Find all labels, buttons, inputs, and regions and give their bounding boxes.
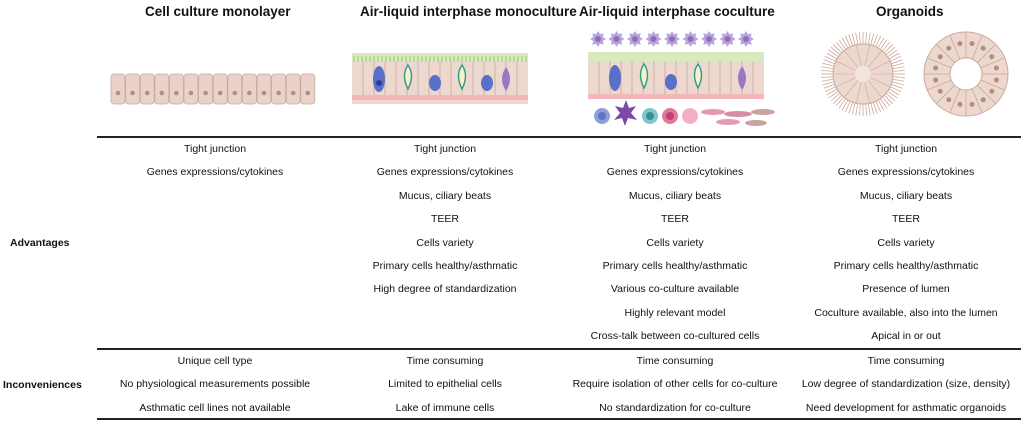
col-title-ali-monoculture: Air-liquid interphase monoculture: [360, 4, 577, 19]
inconvenience-item: Time consuming: [406, 355, 484, 367]
immune-cell: [590, 31, 606, 47]
cilia: [353, 56, 527, 62]
monolayer-cell: [227, 73, 243, 105]
inconvenience-item: Limited to epithelial cells: [388, 378, 502, 391]
advantage-item: Primary cells healthy/asthmatic: [833, 259, 979, 272]
advantage-item: Cells variety: [877, 236, 935, 249]
monolayer-cell: [154, 73, 170, 105]
monolayer-cell: [300, 73, 316, 105]
air-layer: [588, 52, 764, 61]
advantage-item: Cells variety: [416, 236, 474, 249]
section-rule: [97, 348, 1021, 350]
advantage-item: Various co-culture available: [610, 283, 740, 296]
advantage-item: Tight junction: [413, 143, 477, 155]
monolayer-cell: [256, 73, 272, 105]
organoid-apical-in: [923, 31, 1009, 117]
inconvenience-item: Time consuming: [867, 355, 945, 367]
advantage-item: Mucus, ciliary beats: [628, 189, 722, 202]
immune-cell: [701, 31, 717, 47]
inconvenience-item: Unique cell type: [177, 355, 253, 367]
inconveniences-monolayer: Unique cell type No physiological measure…: [112, 350, 318, 420]
immune-cell: [682, 31, 699, 47]
row-label-inconveniences: Inconveniences: [3, 379, 82, 391]
basolateral-immune-cells: [594, 100, 775, 126]
advantage-item: TEER: [891, 213, 920, 226]
immune-cell: [738, 31, 754, 47]
monolayer-cell: [139, 73, 155, 105]
monolayer-cell: [125, 73, 141, 105]
monolayer-cell: [285, 73, 301, 105]
advantage-item: Tight junction: [874, 143, 938, 155]
advantage-item: Genes expressions/cytokines: [146, 166, 284, 179]
inconvenience-item: Require isolation of other cells for co-…: [572, 378, 778, 391]
inconvenience-item: Time consuming: [636, 355, 714, 367]
advantage-item: Tight junction: [183, 143, 247, 155]
col-title-ali-coculture: Air-liquid interphase coculture: [579, 4, 775, 19]
organoids-illustration: [821, 31, 1009, 117]
advantage-item: TEER: [660, 213, 689, 226]
monolayer-illustration: [110, 73, 316, 105]
monolayer-cell: [212, 73, 228, 105]
advantage-item: Genes expressions/cytokines: [837, 166, 975, 179]
advantage-item: Cells variety: [646, 236, 704, 249]
monolayer-cell: [169, 73, 184, 105]
membrane: [352, 100, 528, 104]
advantage-item: Primary cells healthy/asthmatic: [372, 259, 518, 272]
inconvenience-item: Need development for asthmatic organoids: [805, 401, 1007, 414]
monolayer-cells: [110, 73, 316, 105]
apical-immune-cells: [590, 31, 754, 47]
immune-cell: [608, 31, 625, 47]
immune-cell: [627, 31, 643, 47]
organoid-apical-out: [821, 32, 905, 116]
immune-cell: [664, 31, 680, 47]
advantage-item: Cross-talk between co-cultured cells: [590, 330, 760, 343]
header-rule: [97, 136, 1021, 138]
advantage-item: Genes expressions/cytokines: [606, 166, 744, 179]
advantage-item: Mucus, ciliary beats: [398, 189, 492, 202]
inconvenience-item: Asthmatic cell lines not available: [139, 401, 291, 414]
row-label-advantages: Advantages: [10, 237, 70, 249]
advantage-item: TEER: [430, 213, 459, 226]
bottom-rule: [97, 418, 1021, 420]
advantage-item: Apical in or out: [871, 330, 941, 343]
ali-monoculture-illustration: [352, 53, 528, 104]
col-title-monolayer: Cell culture monolayer: [145, 4, 291, 19]
goblet-cells: [609, 62, 746, 91]
monolayer-cell: [241, 73, 257, 105]
goblet-cells: [373, 63, 510, 92]
inconvenience-item: Low degree of standardization (size, den…: [801, 378, 1011, 391]
monolayer-cell: [110, 73, 126, 105]
air-layer: [352, 53, 528, 62]
advantage-item: Coculture available, also into the lumen: [814, 306, 998, 319]
advantage-item: Highly relevant model: [624, 306, 726, 319]
monolayer-cell: [198, 73, 213, 105]
basal-layer: [588, 94, 764, 99]
inconvenience-item: Lake of immune cells: [395, 401, 495, 414]
advantage-item: Presence of lumen: [862, 283, 950, 296]
advantage-item: High degree of standardization: [373, 283, 517, 296]
monolayer-cell: [183, 73, 199, 105]
advantage-item: Genes expressions/cytokines: [376, 166, 514, 179]
advantage-item: Tight junction: [643, 143, 707, 155]
col-title-organoids: Organoids: [876, 4, 944, 19]
monolayer-cell: [271, 73, 287, 105]
advantage-item: Primary cells healthy/asthmatic: [602, 259, 748, 272]
inconvenience-item: No standardization for co-culture: [599, 401, 751, 414]
immune-cell: [719, 31, 736, 47]
ali-coculture-illustration: [588, 31, 775, 126]
inconvenience-item: No physiological measurements possible: [119, 378, 311, 391]
advantage-item: Mucus, ciliary beats: [859, 189, 953, 202]
basal-layer: [352, 95, 528, 100]
immune-cell: [645, 31, 662, 47]
